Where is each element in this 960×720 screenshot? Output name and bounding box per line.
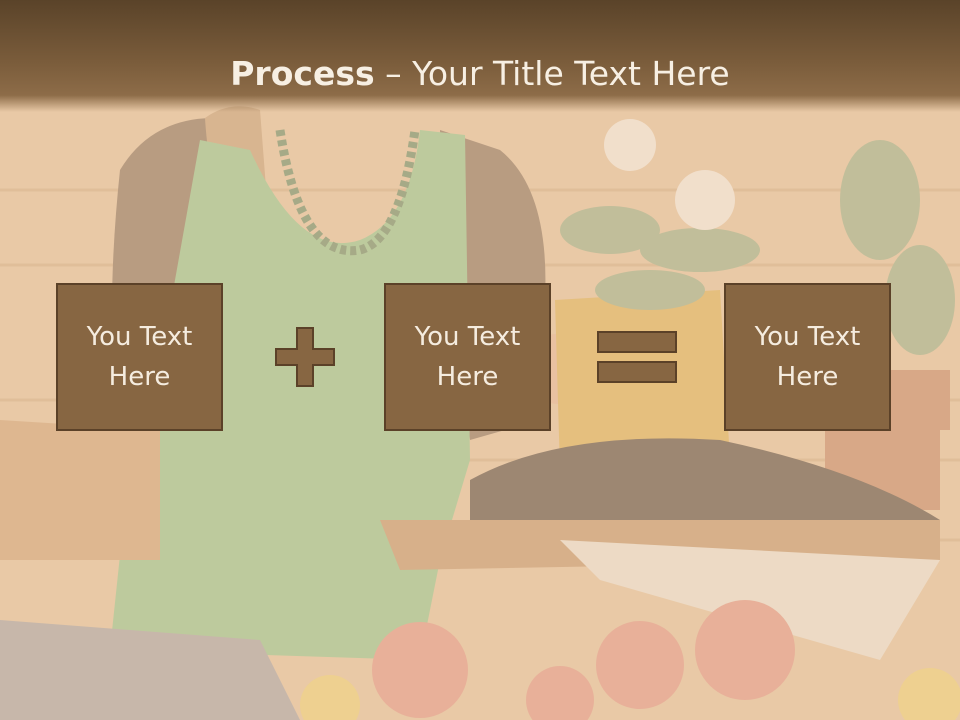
process-box-1-text: You Text Here	[86, 322, 193, 392]
page-title: Process – Your Title Text Here	[0, 52, 960, 96]
process-box-3[interactable]: You Text Here	[724, 283, 891, 431]
title-bold: Process	[230, 54, 375, 93]
process-box-1[interactable]: You Text Here	[56, 283, 223, 431]
process-box-2[interactable]: You Text Here	[384, 283, 551, 431]
equals-icon	[597, 331, 677, 383]
process-box-3-text: You Text Here	[754, 322, 861, 392]
plus-icon	[275, 327, 335, 387]
title-bar	[0, 0, 960, 112]
title-rest: – Your Title Text Here	[374, 54, 730, 93]
process-box-2-text: You Text Here	[414, 322, 521, 392]
